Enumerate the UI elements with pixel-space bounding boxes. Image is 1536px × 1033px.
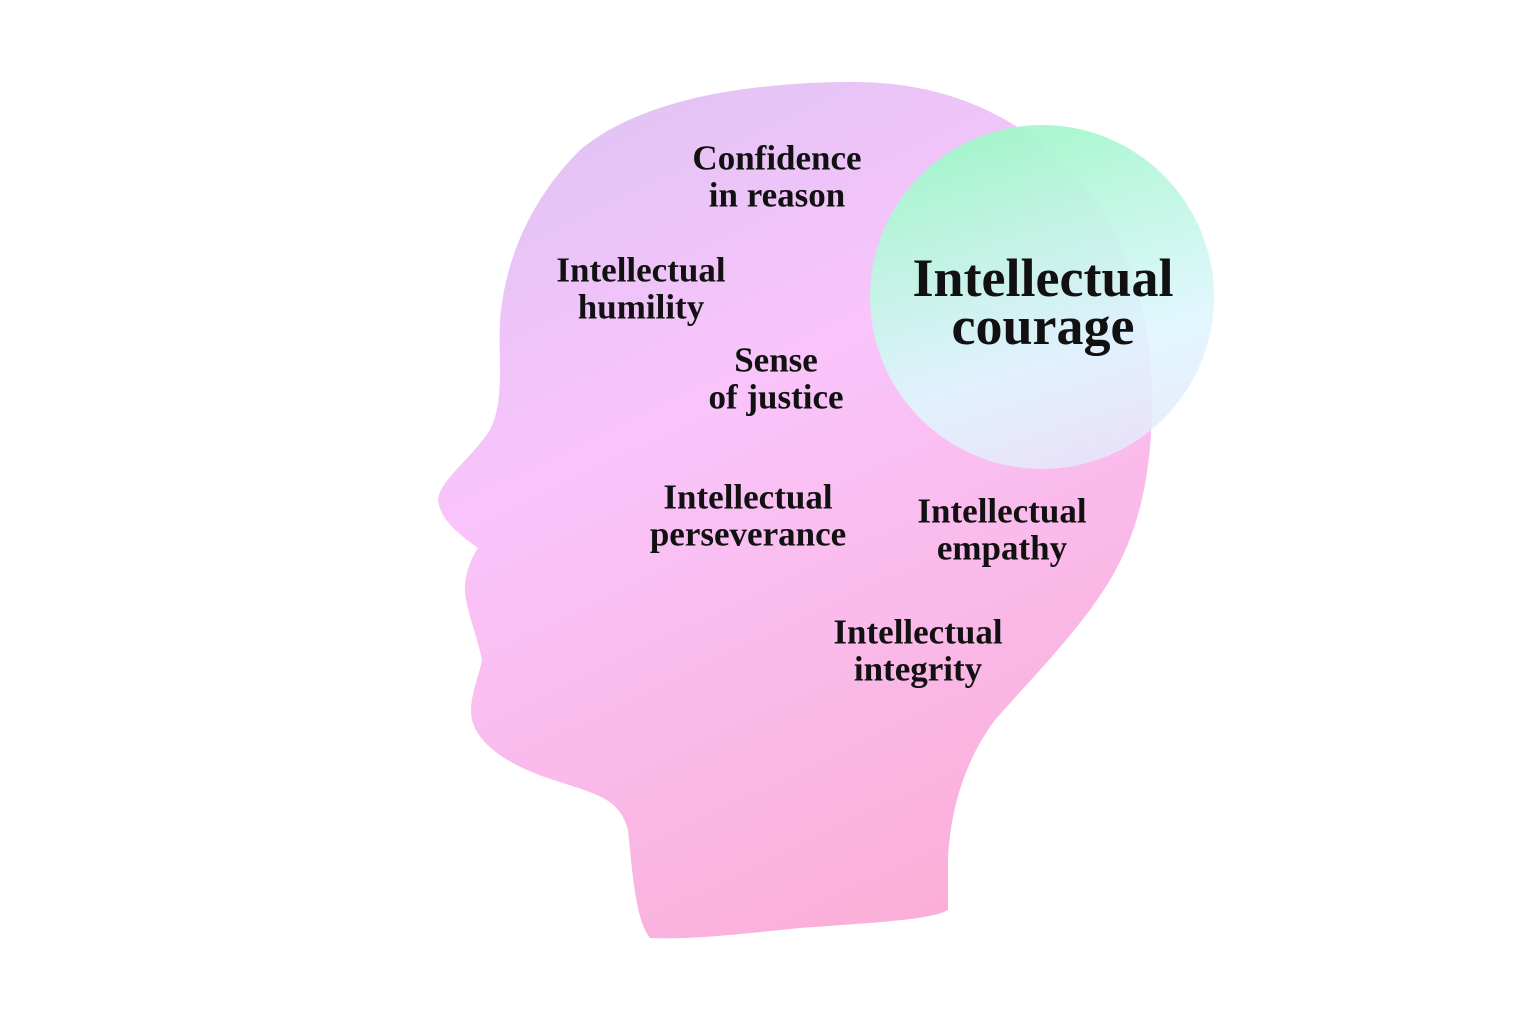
trait-line1: Intellectual [833,613,1002,652]
trait-line2: integrity [854,650,983,689]
trait-line2: humility [578,288,705,327]
trait-line2: of justice [708,378,843,417]
trait-line2: perseverance [650,515,846,554]
highlight-line1: Intellectual [913,248,1174,308]
trait-intellectual-perseverance: Intellectual perseverance [650,478,846,554]
trait-line1: Intellectual [556,251,725,290]
trait-intellectual-integrity: Intellectual integrity [833,613,1002,689]
trait-line1: Intellectual [663,478,832,517]
highlight-intellectual-courage: Intellectual courage [913,248,1174,356]
trait-line1: Confidence [692,139,861,178]
trait-line2: in reason [709,176,845,215]
trait-line1: Intellectual [917,492,1086,531]
trait-intellectual-empathy: Intellectual empathy [917,492,1086,568]
trait-line1: Sense [734,341,818,380]
trait-intellectual-humility: Intellectual humility [556,251,725,327]
highlight-line2: courage [952,296,1135,356]
highlight-circle [870,125,1214,469]
trait-confidence-in-reason: Confidence in reason [692,139,861,215]
trait-sense-of-justice: Sense of justice [708,341,843,417]
trait-line2: empathy [937,529,1068,568]
